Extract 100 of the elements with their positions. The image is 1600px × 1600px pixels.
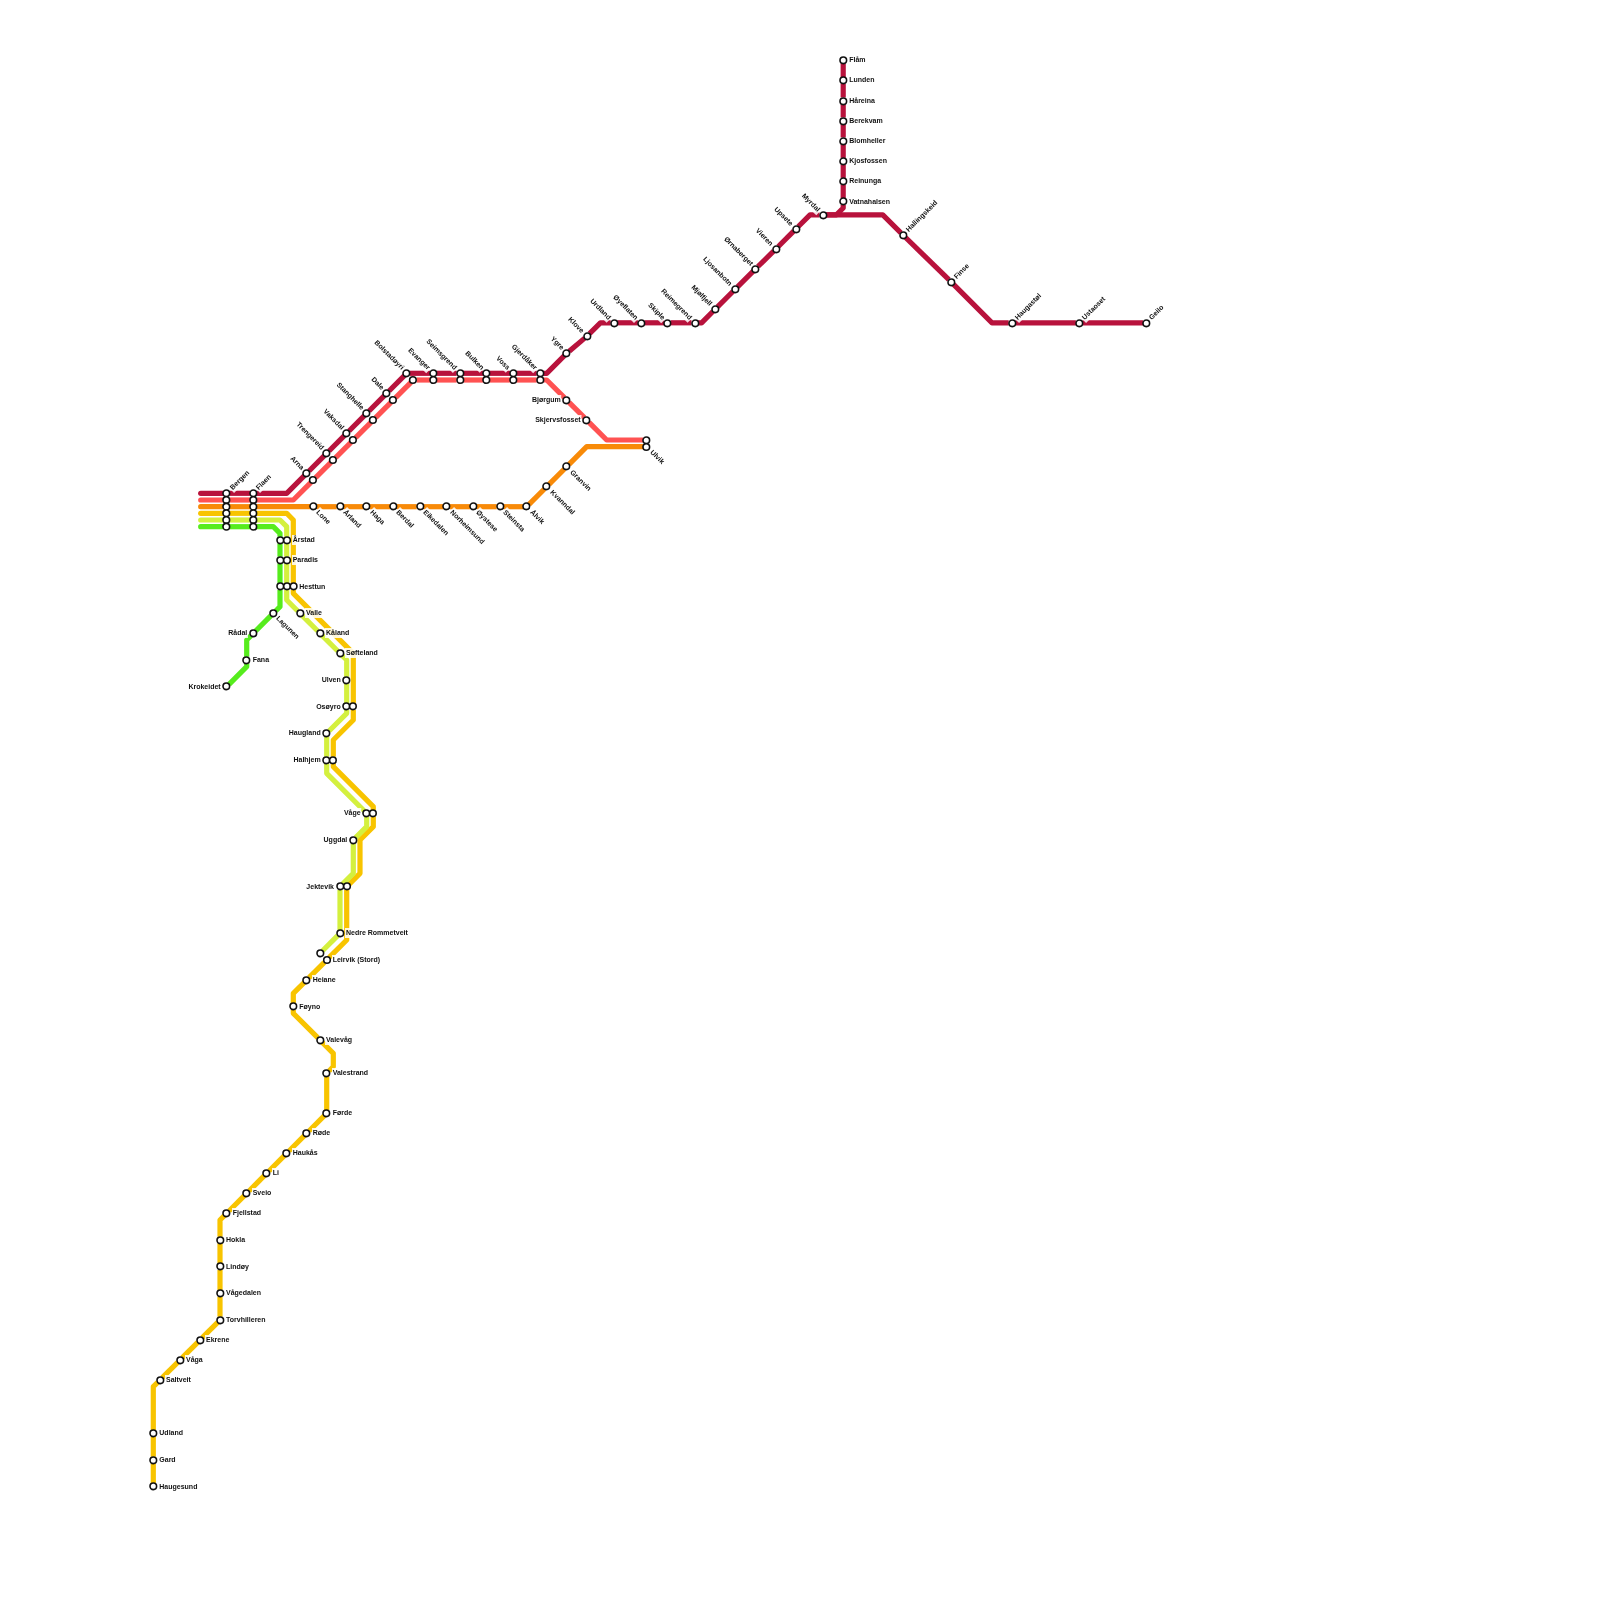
route-line xyxy=(490,370,510,376)
route-line xyxy=(826,204,846,218)
route-line xyxy=(343,504,364,510)
route-line xyxy=(284,563,290,584)
route-line xyxy=(490,377,510,383)
route-line xyxy=(1082,320,1144,326)
route-line xyxy=(340,653,350,677)
route-line xyxy=(230,490,250,496)
route-line xyxy=(670,320,692,326)
route-line xyxy=(436,377,457,383)
route-line xyxy=(316,504,337,510)
route-line xyxy=(150,1436,156,1457)
route-line xyxy=(330,710,356,757)
route-line xyxy=(230,504,250,510)
route-line xyxy=(267,1153,287,1173)
route-line xyxy=(150,1380,160,1430)
route-line xyxy=(256,480,313,503)
route-line xyxy=(516,370,537,376)
route-line xyxy=(150,1463,156,1484)
route-line xyxy=(410,370,430,376)
route-line xyxy=(503,504,524,510)
route-line xyxy=(307,1113,327,1133)
route-line xyxy=(373,400,393,420)
route-line xyxy=(344,683,350,704)
route-line xyxy=(227,663,250,687)
route-line xyxy=(256,504,310,510)
route-line xyxy=(327,710,350,733)
route-line xyxy=(516,377,537,383)
route-line xyxy=(617,320,638,326)
route-line xyxy=(217,1243,223,1264)
route-line xyxy=(1015,320,1076,326)
route-line xyxy=(217,1213,227,1237)
route-line xyxy=(324,736,330,757)
route-line xyxy=(327,890,350,960)
route-line xyxy=(370,504,390,510)
route-line xyxy=(290,980,307,1004)
route-line xyxy=(320,1040,336,1073)
route-line xyxy=(353,420,373,440)
route-line xyxy=(396,504,417,510)
route-line xyxy=(244,633,253,657)
route-line xyxy=(180,1340,200,1360)
route-line xyxy=(290,1010,320,1040)
route-line xyxy=(284,590,300,613)
route-line xyxy=(387,373,407,393)
route-line xyxy=(423,504,444,510)
route-line xyxy=(230,497,250,503)
route-line xyxy=(527,487,547,507)
route-line xyxy=(903,235,951,282)
route-line xyxy=(567,444,644,467)
route-line xyxy=(337,890,343,930)
route-line xyxy=(324,763,367,813)
route-line xyxy=(436,370,457,376)
route-line xyxy=(567,400,587,420)
route-line xyxy=(735,269,756,289)
route-line xyxy=(290,590,356,704)
route-line xyxy=(587,320,611,336)
route-line xyxy=(476,504,497,510)
route-line xyxy=(256,517,290,537)
route-line xyxy=(715,289,735,309)
route-line xyxy=(300,613,320,633)
route-line xyxy=(256,473,307,496)
route-line xyxy=(567,336,587,354)
route-line xyxy=(450,504,470,510)
route-line xyxy=(463,370,484,376)
route-line xyxy=(416,377,430,383)
route-line xyxy=(840,83,846,98)
route-line xyxy=(307,453,327,473)
route-line xyxy=(277,543,283,557)
route-line xyxy=(320,933,340,953)
route-line xyxy=(347,816,376,887)
route-line xyxy=(273,590,283,613)
route-line xyxy=(230,524,250,530)
route-line xyxy=(313,460,333,480)
route-line xyxy=(330,763,376,810)
route-line xyxy=(256,524,283,537)
route-line xyxy=(277,563,283,584)
route-line xyxy=(217,1270,223,1290)
route-line xyxy=(230,510,250,516)
route-line xyxy=(320,633,340,653)
route-line xyxy=(230,517,250,523)
route-line xyxy=(756,249,776,269)
route-line xyxy=(951,282,1009,326)
route-line xyxy=(347,413,367,433)
route-line xyxy=(644,320,665,326)
route-line xyxy=(324,1076,330,1110)
route-line xyxy=(543,377,567,400)
route-line xyxy=(287,1133,307,1153)
route-line xyxy=(227,1193,247,1213)
route-line xyxy=(256,510,296,584)
route-line xyxy=(776,229,796,249)
route-line xyxy=(200,1320,220,1340)
route-line xyxy=(307,960,327,980)
route-line xyxy=(547,467,567,487)
route-line xyxy=(247,1173,267,1193)
route-line xyxy=(217,1296,223,1317)
route-line xyxy=(160,1360,180,1380)
route-line xyxy=(367,393,387,413)
route-line xyxy=(796,212,820,229)
route-line xyxy=(253,613,273,633)
route-line xyxy=(353,816,370,840)
